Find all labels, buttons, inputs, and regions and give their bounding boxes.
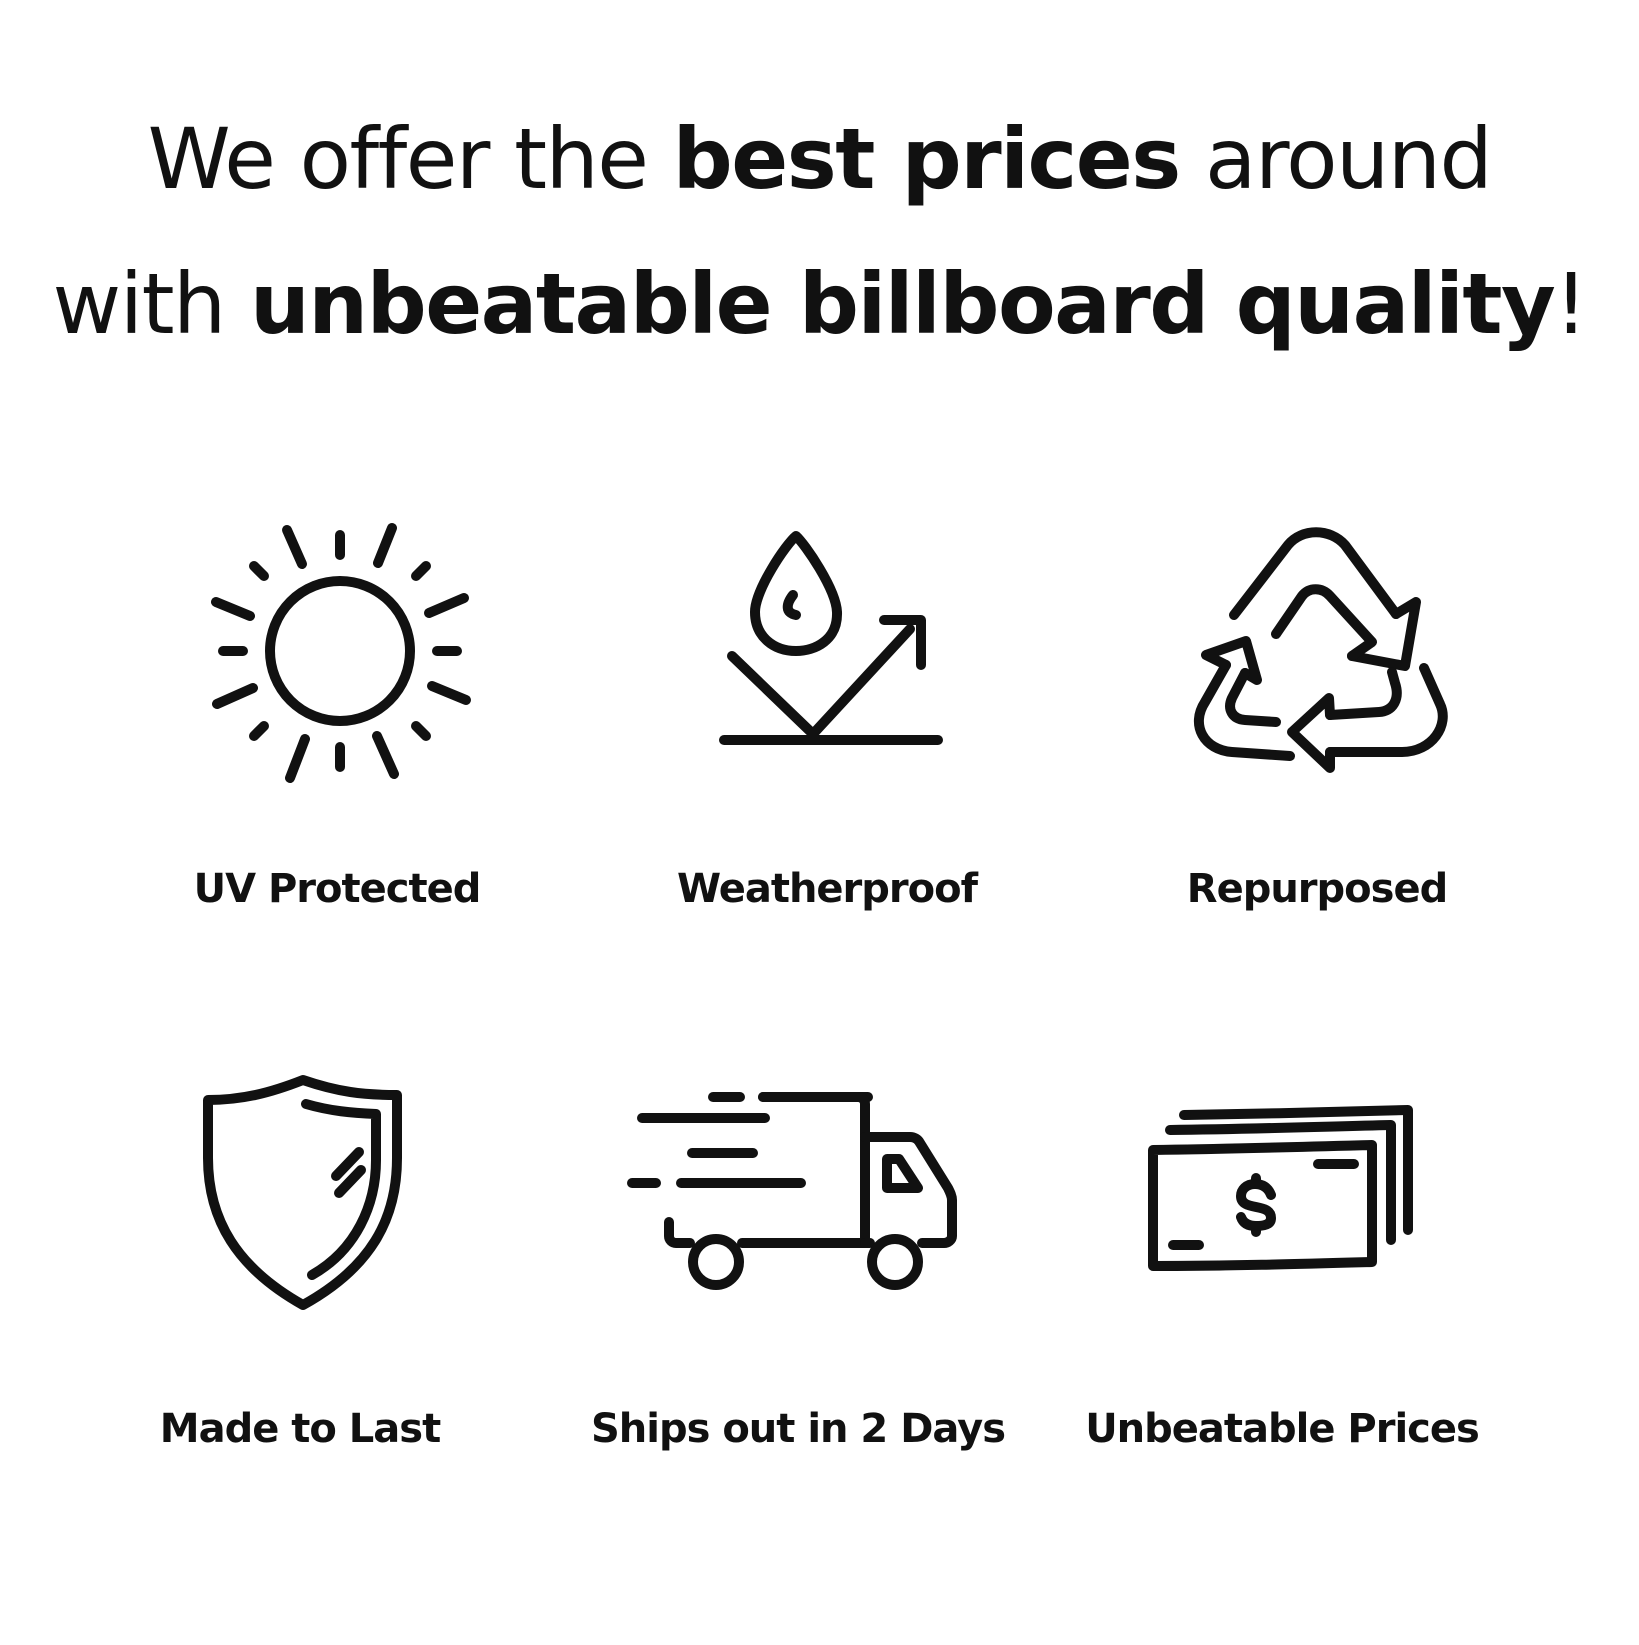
feature-label-repurposed: Repurposed	[1186, 866, 1448, 912]
headline-line-1-post: around	[1179, 110, 1493, 208]
feature-label-uv-protected: UV Protected	[193, 866, 482, 912]
feature-label-weatherproof: Weatherproof	[677, 866, 978, 912]
headline-line-1-pre: We offer the	[147, 110, 673, 208]
water-drop-repel-icon	[705, 515, 955, 755]
headline-line-2: with unbeatable billboard quality!	[0, 255, 1639, 353]
headline-line-2-post: !	[1554, 255, 1588, 353]
delivery-truck-icon	[625, 1088, 965, 1303]
recycle-icon	[1180, 520, 1450, 780]
feature-label-made-to-last: Made to Last	[159, 1406, 441, 1452]
feature-label-unbeatable-prices: Unbeatable Prices	[1085, 1406, 1480, 1452]
sun-icon	[200, 515, 480, 795]
headline-line-2-pre: with	[52, 255, 250, 353]
headline-line-2-bold: unbeatable billboard quality	[249, 255, 1556, 353]
headline-line-1: We offer the best prices around	[0, 110, 1639, 208]
headline-line-1-bold: best prices	[672, 110, 1182, 208]
shield-icon	[195, 1068, 415, 1318]
feature-label-ships-out: Ships out in 2 Days	[590, 1406, 1006, 1452]
money-bills-icon	[1145, 1100, 1425, 1285]
